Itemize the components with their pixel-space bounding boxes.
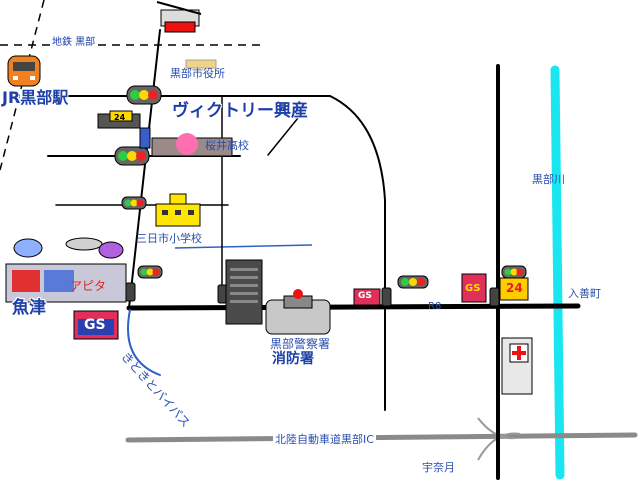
traffic-light [121, 196, 147, 210]
blue-street [174, 244, 313, 249]
sakurai-label: 桜井高校 [205, 139, 249, 152]
jr-station-label: JR黒部駅 [2, 88, 69, 107]
train-icon [7, 55, 41, 87]
apita-mall-icon [5, 237, 127, 303]
victory-label: ヴィクトリー興産 [172, 101, 308, 121]
kurobe-river [550, 65, 565, 480]
traffic-light [114, 146, 150, 166]
gs-label: GS [465, 283, 481, 294]
traffic-light [126, 85, 162, 105]
city-hall-label: 黒部市役所 [170, 67, 225, 80]
fire-label: 消防署 [272, 351, 314, 367]
mikkaichi-school-icon [155, 193, 201, 227]
gs-label: GS [358, 291, 372, 301]
irifune-label: 入善町 [568, 287, 601, 300]
city-hall-icon [185, 59, 217, 69]
sakurai-school-icon [151, 133, 233, 157]
conv24-label: 24 [506, 281, 523, 295]
convenience-store-icon [499, 277, 529, 301]
traffic-light [397, 275, 429, 289]
police-label: 黒部警察署 [270, 337, 331, 351]
gas-station-icon [461, 273, 487, 303]
building-icon [225, 259, 263, 325]
traffic-light [501, 265, 527, 279]
kurobe-river-label: 黒部川 [532, 173, 565, 186]
unazuki-label: 宇奈月 [422, 461, 455, 474]
apita-label: アピタ [70, 279, 107, 293]
convenience-store-icon [97, 110, 141, 129]
phone-icon [139, 127, 151, 149]
subway-label: 地鉄 黒部 [50, 37, 98, 48]
uozu-label: 魚津 [12, 298, 46, 318]
conv24-label: 24 [114, 113, 126, 122]
route8-label: R8 [428, 301, 442, 312]
mikkaichi-label: 三日市小学校 [136, 232, 202, 245]
gas-station-icon [353, 288, 381, 306]
railway-crossing-icon [156, 1, 202, 33]
gs-label: GS [84, 317, 106, 333]
highway-label: 北陸自動車道黒部IC [273, 433, 376, 446]
hospital-icon [501, 337, 533, 395]
gas-station-icon [73, 310, 119, 340]
police-station-icon [265, 289, 331, 335]
traffic-light [137, 265, 163, 279]
